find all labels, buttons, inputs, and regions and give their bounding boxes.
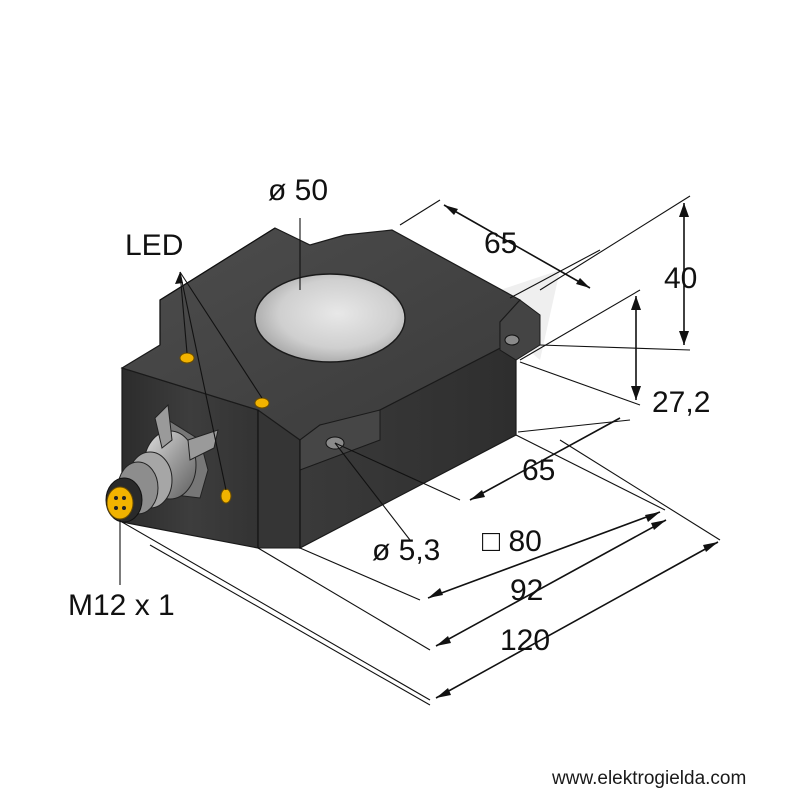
connector-label: M12 x 1 (68, 589, 175, 622)
led-indicator-1 (179, 352, 195, 364)
mount-hole-right (504, 334, 520, 346)
depth-top-label: 65 (484, 227, 517, 260)
m12-connector (105, 403, 219, 523)
height-total-label: 40 (664, 262, 697, 295)
connector-pin-face (106, 486, 134, 520)
led-indicator-2 (254, 397, 270, 409)
center-bore (254, 273, 406, 363)
length-120-label: 120 (500, 624, 550, 657)
dimension-lines (119, 195, 721, 706)
dimension-labels: LED ø 50 65 40 27,2 65 ø 5,3 □ 80 92 120… (68, 174, 710, 657)
sensor-housing (120, 227, 541, 549)
depth-bottom-label: 65 (522, 454, 555, 487)
led-label: LED (125, 229, 183, 262)
height-face-label: 27,2 (652, 386, 710, 419)
website-footer: www.elektrogielda.com (551, 768, 746, 789)
led-indicator-3 (220, 488, 232, 504)
square-80-label: □ 80 (482, 525, 542, 558)
status-leds (179, 352, 270, 504)
mount-hole-label: ø 5,3 (372, 534, 440, 567)
width-92-label: 92 (510, 574, 543, 607)
bore-diameter-label: ø 50 (268, 174, 328, 207)
